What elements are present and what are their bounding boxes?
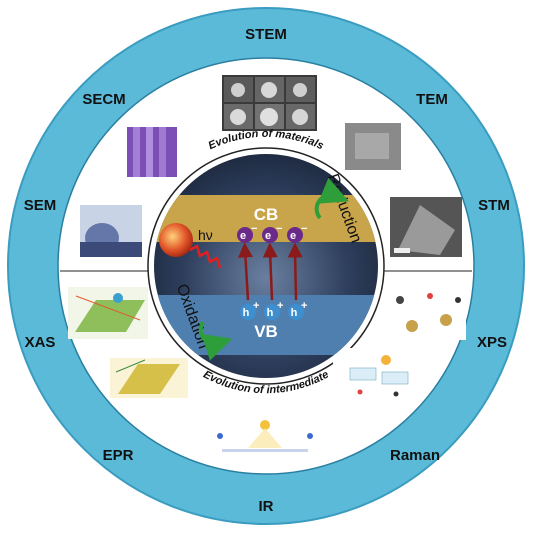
electron-2: e − xyxy=(262,223,282,243)
xps-image xyxy=(386,282,466,340)
technique-tem: TEM xyxy=(416,91,448,108)
technique-stem: STEM xyxy=(245,26,287,43)
technique-secm: SECM xyxy=(82,91,125,108)
technique-ir: IR xyxy=(259,498,274,515)
svg-text:h: h xyxy=(267,307,274,319)
svg-text:−: − xyxy=(251,223,257,235)
hole-3: h + xyxy=(288,300,307,320)
svg-text:e: e xyxy=(265,230,271,242)
electron-3: e − xyxy=(287,223,307,243)
hole-2: h + xyxy=(264,300,283,320)
vb-label: VB xyxy=(254,322,278,341)
light-wave-icon xyxy=(189,244,222,269)
technique-xas: XAS xyxy=(25,334,56,351)
technique-xps: XPS xyxy=(477,334,507,351)
svg-text:+: + xyxy=(277,300,283,312)
secm-image xyxy=(127,127,177,177)
sun-icon xyxy=(159,223,193,257)
technique-epr: EPR xyxy=(103,447,134,464)
svg-text:h: h xyxy=(243,307,250,319)
xas-image xyxy=(68,287,148,339)
technique-sem: SEM xyxy=(24,197,57,214)
electron-1: e − xyxy=(237,223,257,243)
reduction-cycle-arrow xyxy=(314,177,349,220)
technique-raman: Raman xyxy=(390,447,440,464)
svg-text:−: − xyxy=(301,223,307,235)
ir-image xyxy=(205,415,325,457)
svg-text:−: − xyxy=(276,223,282,235)
sem-image xyxy=(80,205,142,257)
light-label: hν xyxy=(198,227,213,243)
hole-1: h + xyxy=(240,300,259,320)
tem-image xyxy=(345,123,401,170)
oxidation-cycle-arrow xyxy=(198,320,233,361)
excitation-arrow-3 xyxy=(287,242,303,301)
excitation-arrow-2 xyxy=(262,242,278,301)
stm-image xyxy=(390,197,462,257)
svg-text:+: + xyxy=(301,300,307,312)
epr-image xyxy=(110,358,188,398)
svg-text:+: + xyxy=(253,300,259,312)
svg-text:e: e xyxy=(290,230,296,242)
raman-image xyxy=(333,348,417,404)
technique-stm: STM xyxy=(478,197,510,214)
cb-label: CB xyxy=(254,205,279,224)
valence-band xyxy=(154,295,378,355)
svg-text:h: h xyxy=(291,307,298,319)
svg-text:e: e xyxy=(240,230,246,242)
stem-images xyxy=(222,75,317,131)
excitation-arrow-1 xyxy=(237,242,253,301)
